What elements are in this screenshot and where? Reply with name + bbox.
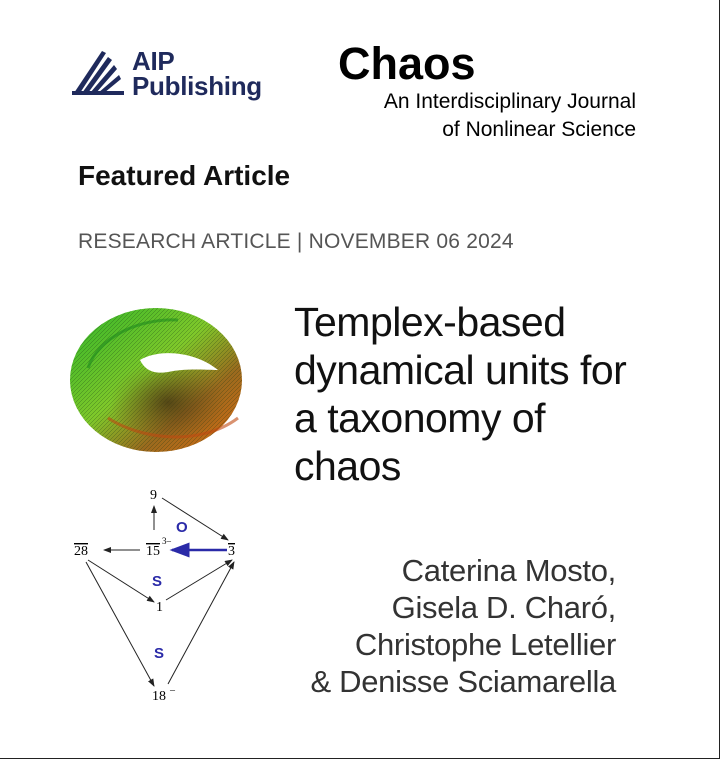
journal-title: Chaos <box>338 38 476 89</box>
article-title-line: a taxonomy of <box>294 395 546 441</box>
edge-1-to-3 <box>165 559 233 601</box>
author-list: Caterina Mosto, Gisela D. Charó, Christo… <box>270 552 616 700</box>
edge-28-to-18 <box>85 561 155 687</box>
torus-attractor-image <box>70 308 242 452</box>
label-o: O <box>176 519 188 536</box>
node-15: 15 <box>146 544 160 559</box>
node-28: 28 <box>74 544 88 559</box>
aip-publishing-logo: AIP Publishing <box>72 47 272 103</box>
aip-logo-mark-icon <box>72 51 124 95</box>
journal-subtitle: An Interdisciplinary Journal of Nonlinea… <box>338 88 636 144</box>
author-name: Caterina Mosto, <box>401 553 617 588</box>
article-title: Templex-based dynamical units for a taxo… <box>294 298 694 490</box>
article-meta: RESEARCH ARTICLE | NOVEMBER 06 2024 <box>78 230 514 253</box>
templex-digraph: 9 28 15 3– 3 1 18 – O S S <box>74 488 235 704</box>
label-s-lower: S <box>154 645 164 662</box>
article-title-line: chaos <box>294 443 401 489</box>
node-3: 3 <box>228 544 235 559</box>
node-18-superscript: – <box>169 685 176 696</box>
logo-text-publishing: Publishing <box>132 71 262 101</box>
edge-18-to-3 <box>167 561 235 685</box>
label-s-upper: S <box>152 573 162 590</box>
article-title-line: Templex-based <box>294 299 566 345</box>
torus-hole <box>140 353 218 373</box>
edge-28-to-1 <box>87 559 155 603</box>
edge-9-to-3 <box>161 497 229 541</box>
logo-text: AIP Publishing <box>132 46 262 101</box>
node-1: 1 <box>156 600 163 615</box>
author-name: Christophe Letellier <box>354 627 616 662</box>
journal-subtitle-line1: An Interdisciplinary Journal <box>383 90 636 113</box>
logo-text-aip: AIP <box>132 46 175 76</box>
author-name: & Denisse Sciamarella <box>310 664 616 699</box>
journal-subtitle-line2: of Nonlinear Science <box>442 118 636 141</box>
node-18: 18 <box>152 689 166 704</box>
author-name: Gisela D. Charó, <box>391 590 617 625</box>
node-15-superscript: 3– <box>162 536 172 546</box>
featured-article-label: Featured Article <box>78 160 291 191</box>
article-title-line: dynamical units for <box>294 347 627 393</box>
node-9: 9 <box>150 488 157 503</box>
